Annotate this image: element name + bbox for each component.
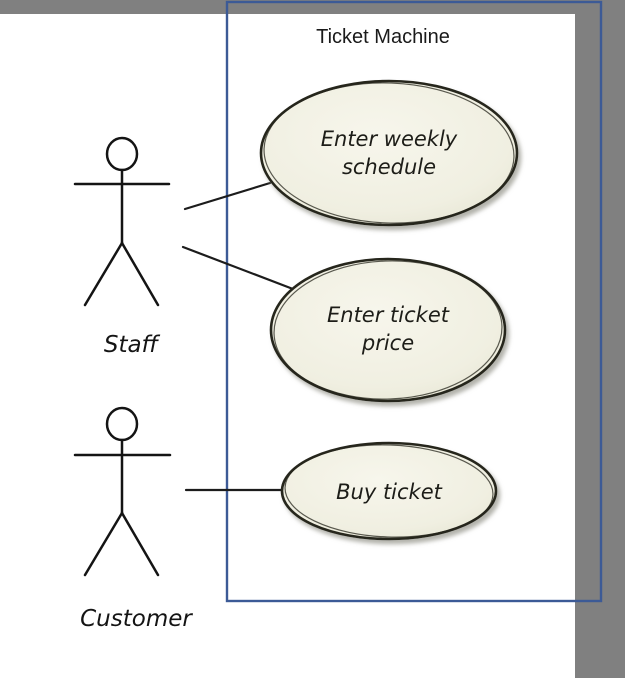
use-case-enter-weekly-schedule[interactable]: Enter weekly schedule (259, 79, 519, 228)
use-case-ellipse[interactable] (259, 79, 519, 227)
actor-customer[interactable]: Customer (73, 406, 193, 632)
use-case-label-line[interactable]: schedule (342, 155, 436, 179)
use-case-label-line[interactable]: Enter ticket (327, 303, 450, 327)
use-case-ellipse[interactable] (280, 441, 498, 541)
use-case-buy-ticket[interactable]: Buy ticket (280, 441, 498, 541)
use-case-ellipse-sketch-line (263, 82, 515, 224)
actor-figure-head (105, 136, 139, 172)
system-boundary-title[interactable]: Ticket Machine (316, 26, 450, 48)
app-background-top (0, 0, 625, 14)
use-case-enter-ticket-price[interactable]: Enter ticket price (269, 257, 507, 403)
actor-figure-left-leg (83, 241, 124, 307)
actor-label[interactable]: Customer (80, 606, 193, 632)
use-case-ellipse-sketch-line (284, 444, 494, 538)
association-staff-enter-weekly-schedule[interactable] (183, 181, 272, 211)
system-boundary-rect[interactable] (225, 0, 603, 603)
association-staff-enter-ticket-price[interactable] (181, 245, 295, 291)
use-case-label-line[interactable]: price (361, 331, 414, 355)
use-case-label-line[interactable]: Enter weekly (321, 127, 458, 151)
actor-figure-right-leg (120, 241, 160, 307)
actor-staff[interactable]: Staff (73, 136, 171, 358)
use-case-ellipse[interactable] (269, 257, 507, 403)
actor-figure-right-leg (120, 511, 160, 577)
use-case-label-line[interactable]: Buy ticket (336, 480, 443, 504)
actor-figure-left-leg (83, 511, 124, 577)
actor-label[interactable]: Staff (104, 332, 161, 358)
actor-figure-head (105, 406, 139, 442)
use-case-ellipse-sketch-line (273, 260, 503, 400)
